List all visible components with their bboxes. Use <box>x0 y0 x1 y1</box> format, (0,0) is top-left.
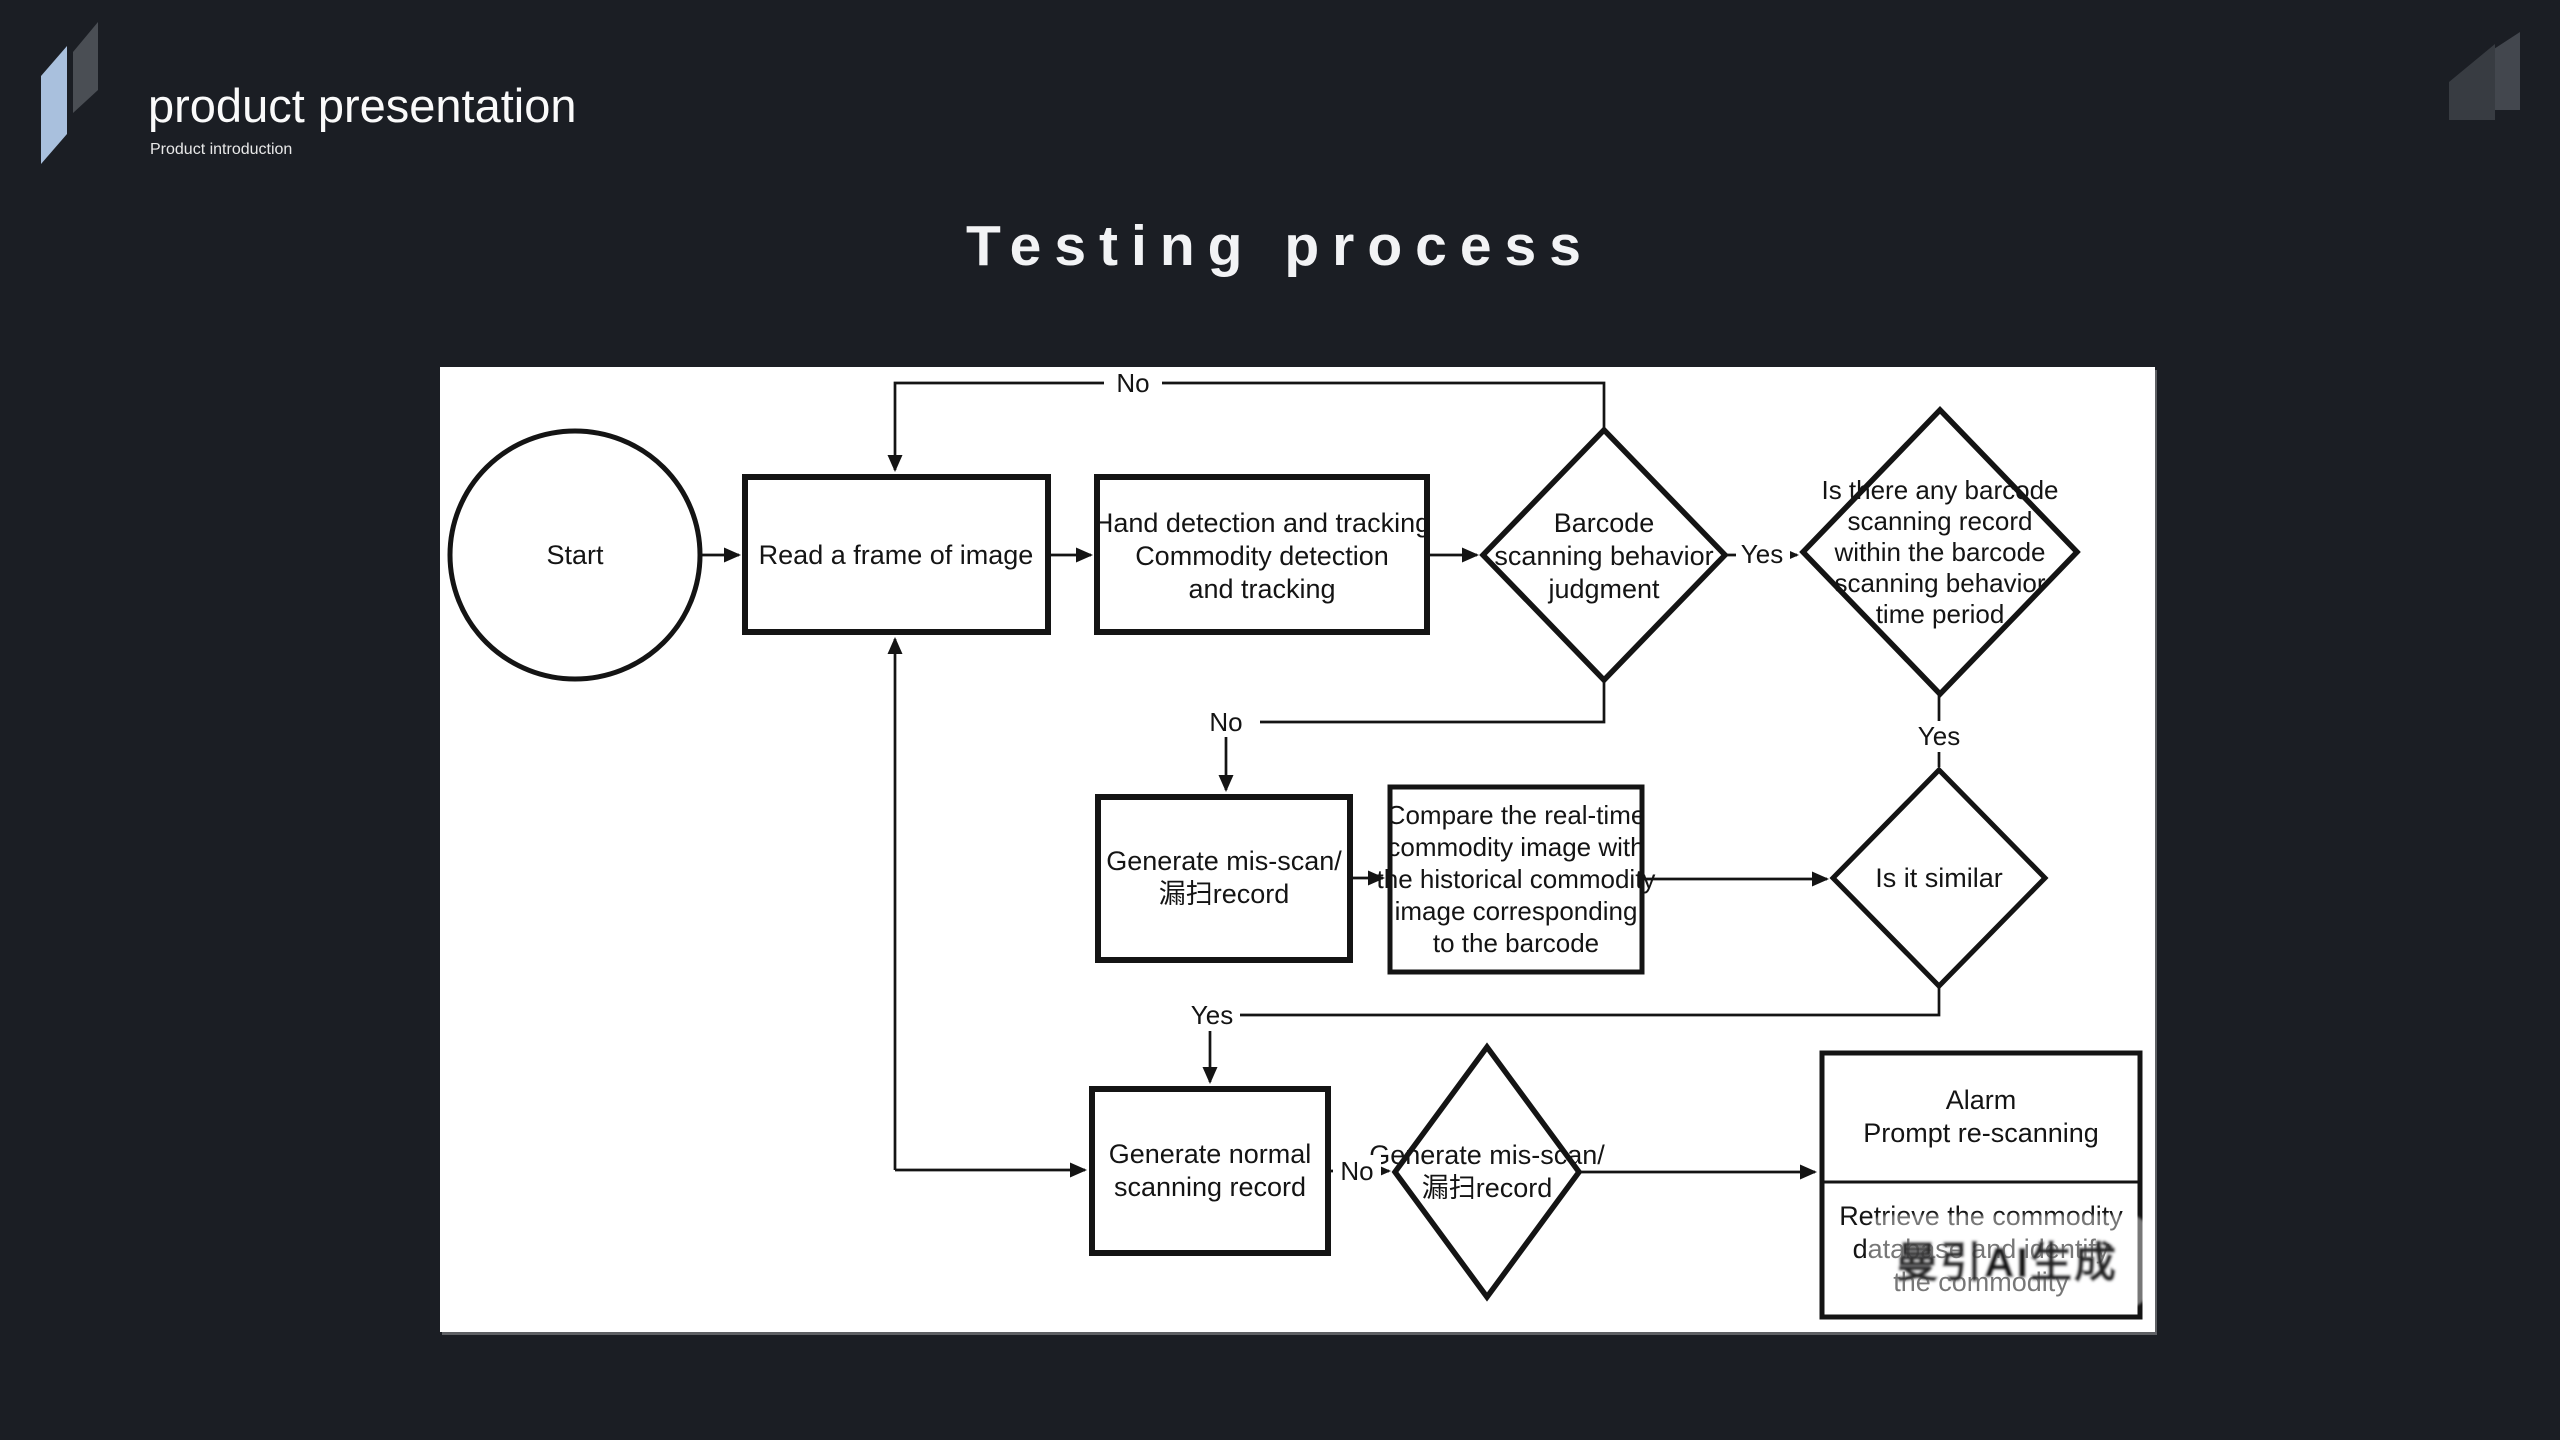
node-compare-line2: commodity image with <box>1387 832 1644 862</box>
node-record-exists-line2: scanning record <box>1848 506 2033 536</box>
edge-label-no-bottom: No <box>1340 1156 1373 1186</box>
edge-label-bg <box>1104 369 1162 397</box>
node-record-exists-line3: within the barcode <box>1833 537 2045 567</box>
edge-label-bg <box>1196 707 1256 737</box>
node-barcode-line2: scanning behavior <box>1494 541 1713 571</box>
node-hand-detection-line1: Hand detection and tracking <box>1094 508 1430 538</box>
corner-flag-icon <box>2449 32 2520 120</box>
logo-icon <box>41 22 98 164</box>
node-barcode-judgment <box>1479 426 1729 684</box>
node-alarm-line2: Prompt re-scanning <box>1863 1118 2099 1148</box>
node-start <box>447 428 703 682</box>
node-record-exists <box>1799 406 2081 698</box>
edge-similar-yes-run <box>1240 986 1941 1017</box>
edge-barcode-no-run <box>1260 680 1606 724</box>
node-record-exists-line5: time period <box>1876 599 2005 629</box>
node-hand-detection <box>1094 474 1430 635</box>
edge-no-loop-top <box>887 381 1606 472</box>
watermark-blob <box>1868 1215 2148 1307</box>
edge-label-bg <box>1333 1155 1381 1186</box>
flowchart-diagram: Start Read a frame of image Hand detecti… <box>447 368 2148 1320</box>
flowchart-panel: Start Read a frame of image Hand detecti… <box>440 367 2155 1332</box>
node-generate-normal-line2: scanning record <box>1114 1172 1306 1202</box>
node-generate-mis-scan-2 <box>1391 1042 1583 1302</box>
node-compare-line4: image corresponding <box>1395 896 1638 926</box>
node-compare-line1: Compare the real-time <box>1387 800 1646 830</box>
node-hand-detection-line2: Commodity detection <box>1135 541 1389 571</box>
logo-title: product presentation <box>148 79 577 132</box>
edge-label-yes-mid: Yes <box>1918 721 1960 751</box>
node-is-similar-label: Is it similar <box>1875 863 2003 893</box>
node-alarm-line1: Alarm <box>1946 1085 2017 1115</box>
node-generate-mis-scan-line2: 漏扫record <box>1159 879 1290 909</box>
node-read-frame-label: Read a frame of image <box>759 540 1034 570</box>
watermark-text: 曼引AI生成 <box>1896 1239 2118 1286</box>
node-record-exists-line4: scanning behavior <box>1834 568 2045 598</box>
page-title: Testing process <box>966 214 1594 278</box>
node-compare-images <box>1387 784 1645 975</box>
watermark: 曼引AI生成 <box>1868 1215 2148 1307</box>
edge-label-no-top: No <box>1116 368 1149 398</box>
node-compare-line5: to the barcode <box>1433 928 1599 958</box>
logo-subtitle: Product introduction <box>150 141 293 158</box>
edge-label-bg <box>1184 1000 1240 1031</box>
node-read-frame <box>742 474 1051 635</box>
node-generate-normal <box>1089 1086 1331 1256</box>
node-generate-mis-scan <box>1095 794 1353 963</box>
edge-label-bg <box>1911 721 1967 752</box>
node-record-exists-line1: Is there any barcode <box>1821 475 2058 505</box>
edge-labels: No No Yes Yes Yes No <box>1104 368 1967 1186</box>
edge-label-bg <box>1736 539 1790 570</box>
node-generate-mis-scan-line1: Generate mis-scan/ <box>1106 846 1342 876</box>
node-compare-line3: the historical commodity <box>1377 864 1656 894</box>
edge-label-no-mid: No <box>1209 707 1242 737</box>
node-generate-normal-line1: Generate normal <box>1109 1139 1312 1169</box>
node-is-similar <box>1829 766 2049 990</box>
node-hand-detection-line3: and tracking <box>1188 574 1335 604</box>
edge-label-yes-bottom: Yes <box>1191 1000 1233 1030</box>
node-start-label: Start <box>546 540 604 570</box>
node-generate-mis-scan-2-line2: 漏扫record <box>1422 1173 1553 1203</box>
node-generate-mis-scan-2-line1: Generate mis-scan/ <box>1369 1140 1605 1170</box>
node-barcode-line1: Barcode <box>1554 508 1655 538</box>
edge-label-yes-right: Yes <box>1741 539 1783 569</box>
node-barcode-line3: judgment <box>1547 574 1660 604</box>
